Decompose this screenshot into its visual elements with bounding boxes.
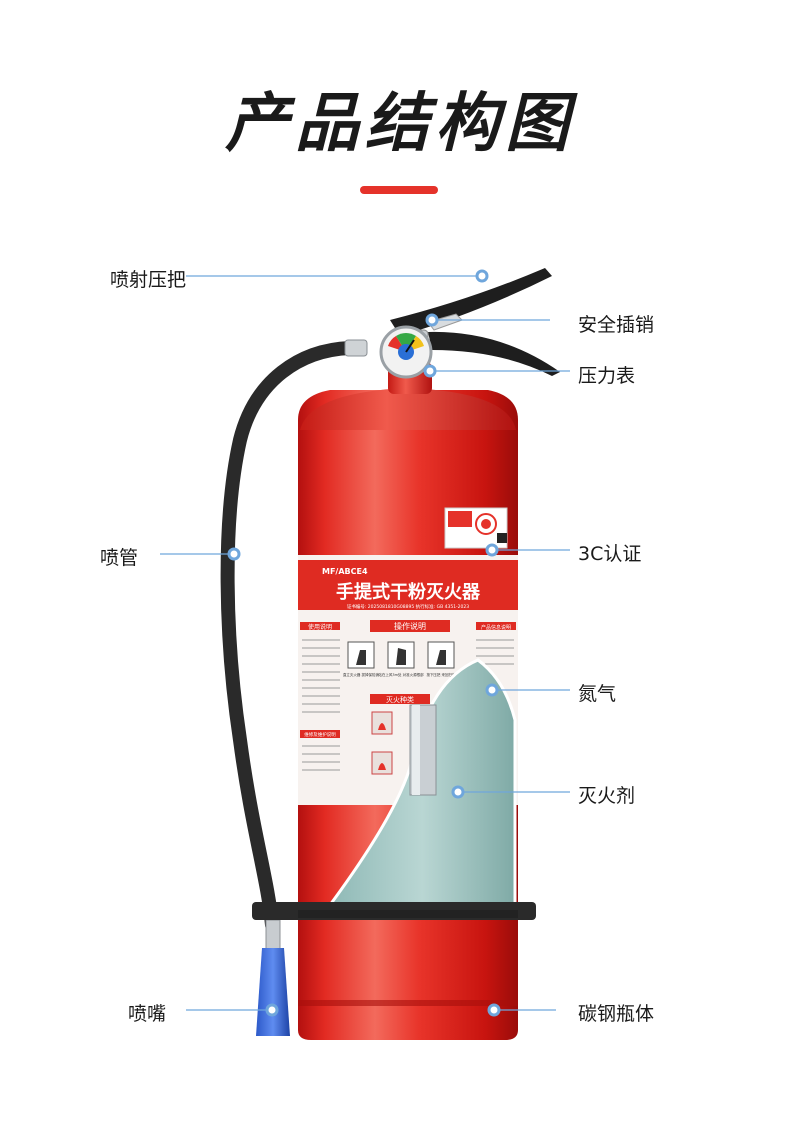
label-agent: 灭火剂 <box>578 781 635 808</box>
handle-lower <box>428 332 560 376</box>
label-gauge: 压力表 <box>578 361 635 388</box>
label-name: 手提式干粉灭火器 <box>336 581 481 603</box>
label-body: 碳钢瓶体 <box>578 999 654 1026</box>
base-ring <box>298 1000 518 1006</box>
step-label-1: 直立灭火器 拔掉保险销 <box>343 672 380 677</box>
op-header-text: 操作说明 <box>394 621 426 631</box>
label-hose: 喷管 <box>100 543 138 570</box>
qr-code <box>497 533 507 543</box>
section-maintenance-text: 维修及维护说明 <box>304 731 336 738</box>
section-product-info-text: 产品信息说明 <box>481 624 511 631</box>
label-safety-pin: 安全插销 <box>578 310 654 337</box>
label-handle: 喷射压把 <box>110 265 186 292</box>
siphon-tube-shade <box>412 705 420 795</box>
nozzle-neck <box>266 920 280 950</box>
handle-upper <box>390 268 552 336</box>
label-nitrogen: 氮气 <box>578 679 616 706</box>
section-usage-text: 使用说明 <box>308 623 332 631</box>
hose-collar <box>345 340 367 356</box>
fire-types-text: 灭火种类 <box>386 695 414 704</box>
nozzle <box>256 948 290 1036</box>
label-cert-line: 证书编号: 2025081810G08895 执行标准: GB 4351-202… <box>347 603 469 610</box>
label-cert: 3C认证 <box>578 539 641 566</box>
step-label-2: 站在上风3m处 对准火源根部 <box>378 672 424 677</box>
label-nozzle: 喷嘴 <box>128 999 166 1026</box>
step-icons <box>348 642 454 668</box>
label-model: MF/ABCE4 <box>322 567 368 576</box>
